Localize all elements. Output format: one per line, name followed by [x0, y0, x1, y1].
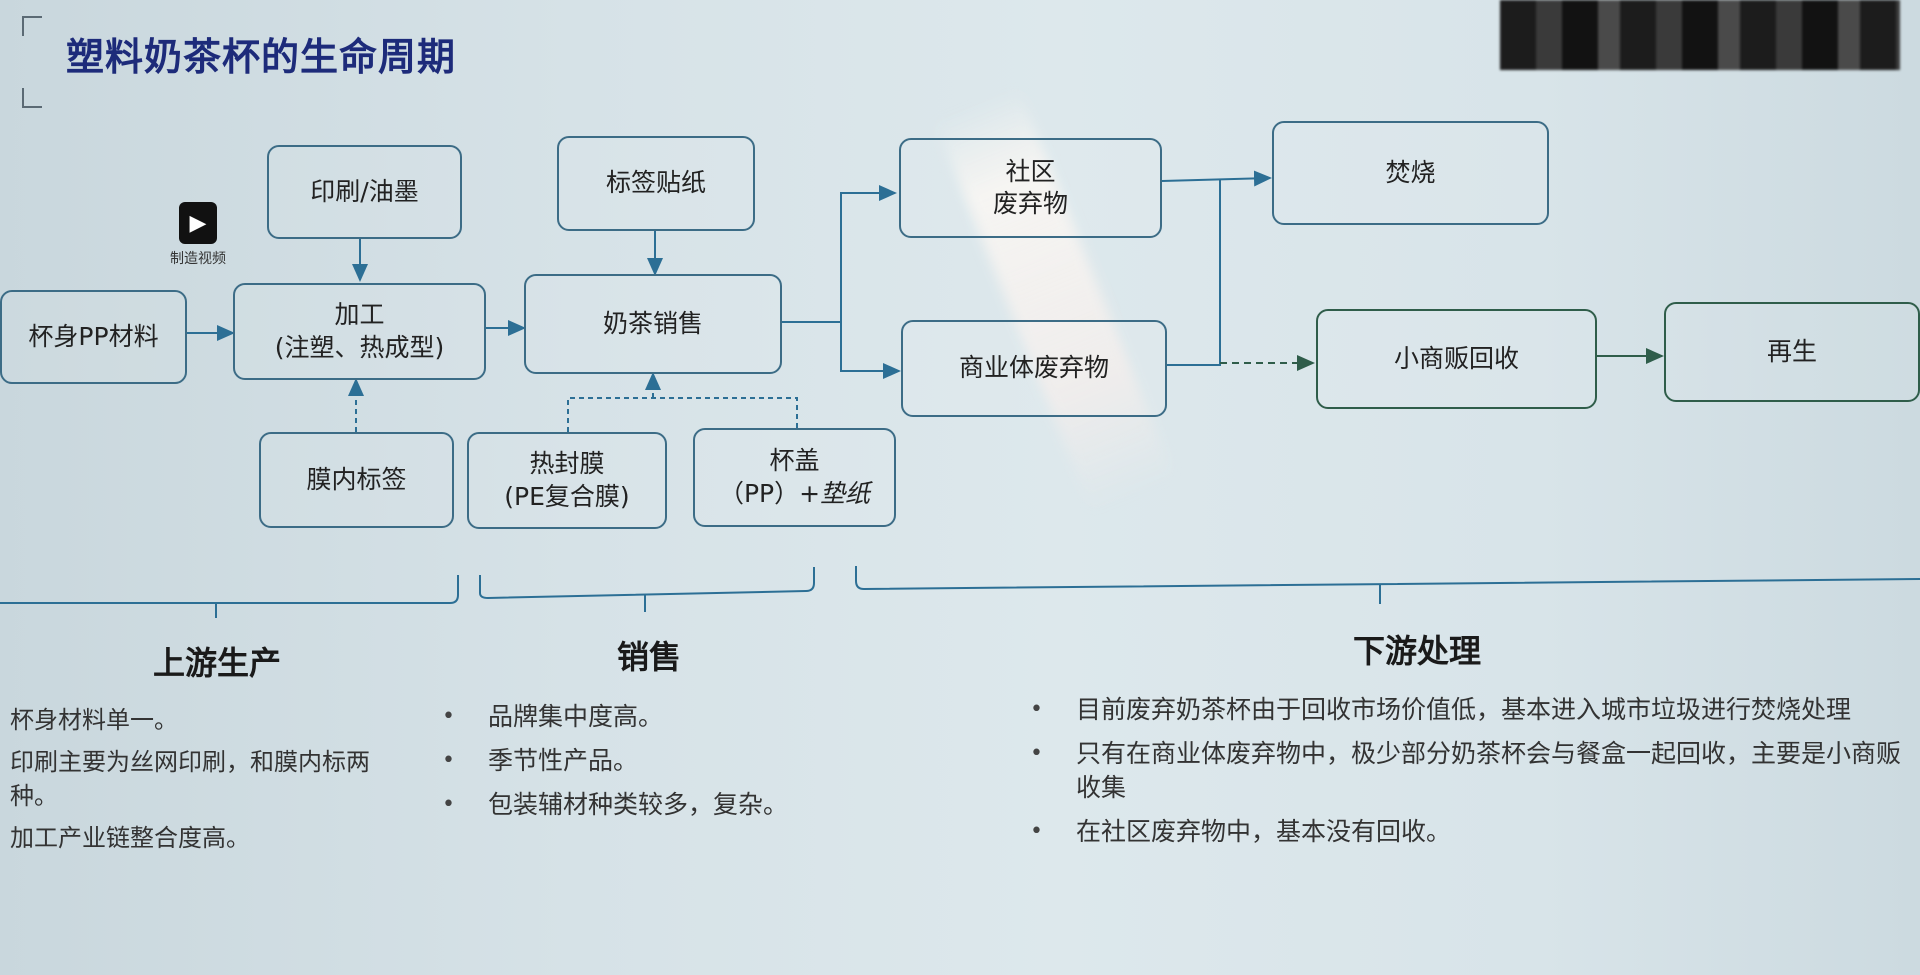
list-item: 季节性产品。: [442, 744, 862, 778]
commercial-waste-node: 商业体废弃物: [901, 320, 1167, 417]
list-item: 只有在商业体废弃物中，极少部分奶茶杯会与餐盒一起回收，主要是小商贩收集: [1030, 737, 1910, 805]
processing-node: 加工 (注塑、热成型): [233, 283, 486, 380]
regeneration-node: 再生: [1664, 302, 1920, 402]
incineration-node: 焚烧: [1272, 121, 1549, 225]
cup-lid-node: 杯盖 （PP）+垫纸: [693, 428, 896, 527]
heat-seal-title: 热封膜: [529, 449, 605, 478]
milk-tea-sales-node: 奶茶销售: [524, 274, 782, 374]
processing-detail: (注塑、热成型): [274, 332, 445, 362]
cup-lid-title: 杯盖: [769, 446, 820, 475]
list-item: 在社区废弃物中，基本没有回收。: [1030, 815, 1910, 849]
processing-title: 加工: [334, 300, 385, 329]
cup-lid-material: （PP）+: [718, 478, 821, 508]
community-waste-node: 社区 废弃物: [899, 138, 1162, 238]
small-vendor-recycling-node: 小商贩回收: [1316, 309, 1597, 409]
list-item: 品牌集中度高。: [442, 700, 862, 734]
sticker-node: 标签贴纸: [557, 136, 755, 231]
sales-notes: 品牌集中度高。 季节性产品。 包装辅材种类较多，复杂。: [442, 700, 862, 832]
community-title: 社区: [1005, 156, 1056, 186]
sales-title: 销售: [617, 638, 682, 676]
community-detail: 废弃物: [992, 189, 1068, 218]
corner-bracket-bottom: [22, 88, 42, 108]
print-ink-node: 印刷/油墨: [267, 145, 462, 239]
make-video-label: 制造视频: [170, 251, 226, 267]
page-title: 塑料奶茶杯的生命周期: [66, 35, 457, 79]
upstream-notes: 杯身材料单一。 印刷主要为丝网印刷，和膜内标两种。 加工产业链整合度高。: [10, 703, 375, 863]
list-item: 包装辅材种类较多，复杂。: [442, 788, 862, 822]
cup-material-node: 杯身PP材料: [0, 290, 187, 384]
make-video-button[interactable]: ▶ 制造视频: [160, 202, 236, 268]
cup-lid-detail: （PP）+垫纸: [719, 478, 870, 511]
heat-seal-film-node: 热封膜 (PE复合膜): [467, 432, 667, 529]
list-item: 目前废弃奶茶杯由于回收市场价值低，基本进入城市垃圾进行焚烧处理: [1030, 693, 1910, 727]
list-item: 杯身材料单一。: [10, 706, 178, 734]
video-play-icon: ▶: [179, 202, 217, 244]
heat-seal-detail: (PE复合膜): [504, 481, 630, 511]
redacted-area: [1500, 0, 1900, 70]
downstream-title: 下游处理: [1353, 632, 1482, 670]
corner-bracket-top: [22, 16, 42, 36]
list-item: 加工产业链整合度高。: [10, 824, 250, 852]
downstream-notes: 目前废弃奶茶杯由于回收市场价值低，基本进入城市垃圾进行焚烧处理 只有在商业体废弃…: [1030, 693, 1910, 859]
upstream-title: 上游生产: [153, 644, 282, 682]
in-mold-label-node: 膜内标签: [259, 432, 454, 528]
cup-lid-pad: 垫纸: [820, 478, 871, 508]
list-item: 印刷主要为丝网印刷，和膜内标两种。: [10, 748, 370, 810]
